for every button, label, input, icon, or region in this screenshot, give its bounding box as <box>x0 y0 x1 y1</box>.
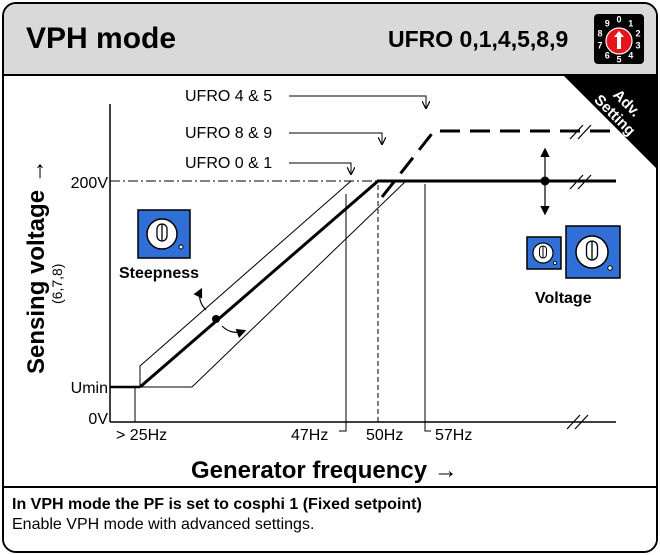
voltage-knob-large-icon <box>565 225 621 279</box>
y-axis-sublabel: (6,7,8) <box>49 264 65 304</box>
dial-digit: 1 <box>628 18 633 28</box>
dial-digit: 3 <box>635 41 640 51</box>
label-ufro-4-5: UFRO 4 & 5 <box>185 88 272 105</box>
dial-digit: 0 <box>616 15 621 25</box>
vph-diagram: Sensing voltage → (6,7,8) 200V Umin 0V >… <box>23 88 621 484</box>
dial-digit: 6 <box>605 51 610 61</box>
panel-title: VPH mode <box>26 22 177 55</box>
footer-note: Enable VPH mode with advanced settings. <box>12 516 315 533</box>
dial-digit: 2 <box>635 28 640 38</box>
dial-digit: 5 <box>616 55 621 65</box>
dial-digit: 9 <box>605 18 610 28</box>
label-ufro-8-9: UFRO 8 & 9 <box>185 125 272 142</box>
model-label: UFRO 0,1,4,5,8,9 <box>388 26 569 52</box>
footer-note-bold: In VPH mode the PF is set to cosphi 1 (F… <box>12 496 422 513</box>
dial-digit: 7 <box>597 41 602 51</box>
tick-57hz: 57Hz <box>435 427 472 444</box>
voltage-label: Voltage <box>535 290 592 307</box>
steepness-label: Steepness <box>119 265 199 282</box>
tick-200v: 200V <box>71 175 109 192</box>
steepness-knob-icon <box>137 209 191 259</box>
tick-47hz: 47Hz <box>291 427 328 444</box>
x-axis-label: Generator frequency → <box>191 457 458 484</box>
tick-25hz: > 25Hz <box>116 427 167 444</box>
tick-50hz: 50Hz <box>366 427 403 444</box>
dial-digit: 4 <box>628 51 633 61</box>
panel-footer: In VPH mode the PF is set to cosphi 1 (F… <box>4 486 656 551</box>
dial-digit: 8 <box>597 28 602 38</box>
label-ufro-0-1: UFRO 0 & 1 <box>185 155 272 172</box>
y-axis-label: Sensing voltage → <box>23 159 50 374</box>
tick-0v: 0V <box>88 411 108 428</box>
lower-envelope <box>140 180 407 388</box>
raised-curve <box>380 129 616 198</box>
upper-envelope <box>139 180 352 387</box>
tick-umin: Umin <box>71 380 108 397</box>
voltage-knob-small-icon <box>526 236 562 270</box>
